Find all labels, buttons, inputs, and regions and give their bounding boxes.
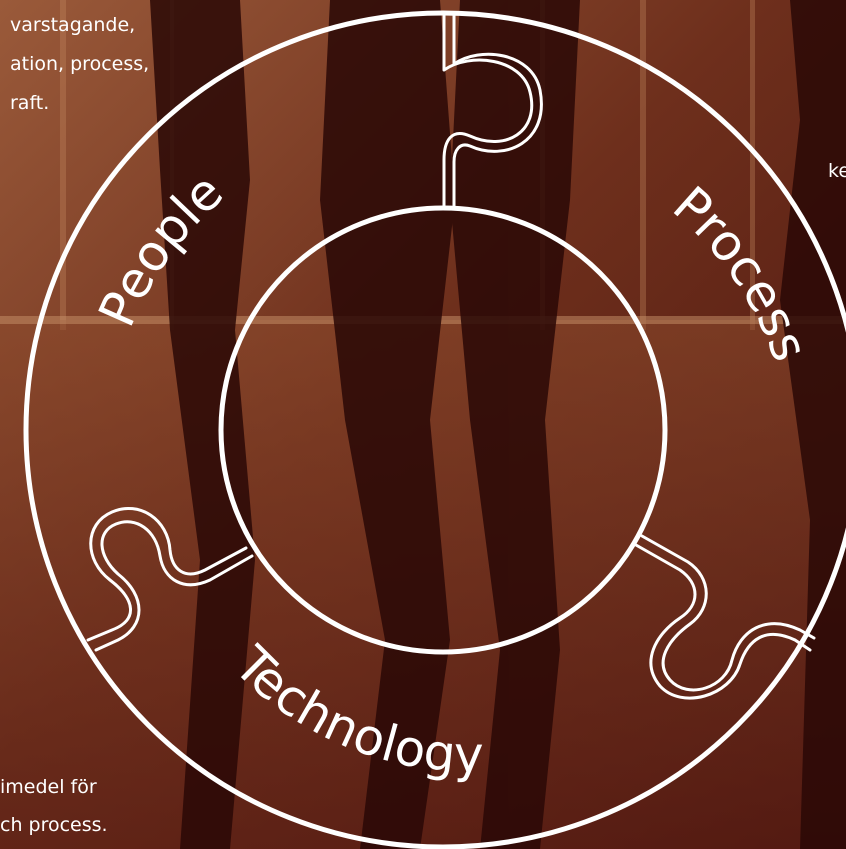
text-snippet-bottom-left: imedel för ch process. — [0, 768, 108, 844]
snippet-line: ation, process, — [10, 53, 150, 75]
people-label: People — [88, 162, 234, 334]
text-snippet-top-left: varstagande, ation, process, raft. — [10, 6, 170, 123]
snippet-line: varstagande, — [10, 14, 136, 36]
technology-label: Technology — [223, 635, 484, 784]
snippet-line: ch process. — [0, 814, 108, 836]
puzzle-connector-right — [634, 534, 816, 700]
segment-label-people: People — [88, 162, 234, 334]
puzzle-connector-left — [86, 506, 254, 652]
puzzle-connector-top — [442, 11, 543, 210]
text-snippet-top-right: ke — [828, 152, 846, 190]
snippet-line: raft. — [10, 92, 50, 114]
outer-ring — [23, 10, 846, 849]
snippet-line: ke — [828, 160, 846, 182]
snippet-line: imedel för — [0, 776, 97, 798]
segment-label-technology: Technology — [223, 635, 484, 784]
inner-ring — [218, 205, 668, 655]
